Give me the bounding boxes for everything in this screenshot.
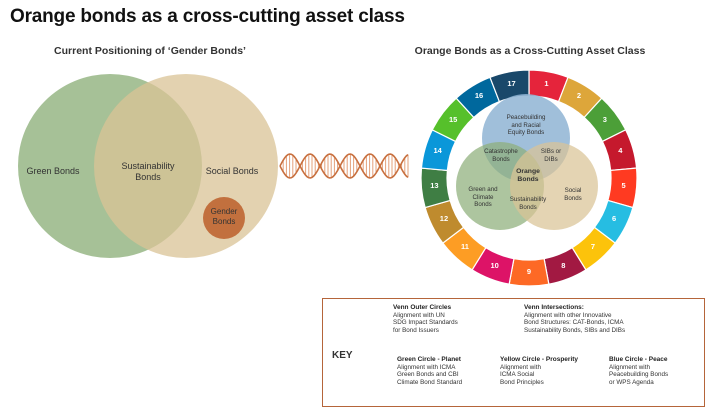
sdg-number-1: 1 [544, 78, 549, 88]
gender-bonds-circle [203, 197, 245, 239]
social-right-line2: Bonds [564, 194, 582, 202]
peacebuilding-bonds-label: Peacebuilding and Racial Equity Bonds [491, 114, 561, 137]
sibs-dibs-label: SIBs or DIBs [534, 148, 568, 163]
key-inter-line1: Alignment with other Innovative [524, 311, 612, 319]
key-outer-line1: Alignment with UN [393, 311, 445, 319]
helix-strand-1 [279, 153, 409, 179]
key-yellow-line2: ICMA Social [500, 371, 535, 379]
peace-label-line3: Equity Bonds [507, 129, 545, 136]
gender-label-line1: Gender [210, 207, 238, 216]
key-yellow-line1: Alignment with [500, 363, 541, 371]
sdg-number-16: 16 [474, 91, 484, 101]
peace-label-line1: Peacebuilding [506, 114, 546, 121]
orange-label-line1: Orange [516, 168, 540, 175]
sdg-number-8: 8 [561, 260, 566, 270]
key-outer-circles: Venn Outer Circles Alignment with UN SDG… [393, 304, 488, 334]
social-bonds-label: Social Bonds [205, 166, 259, 176]
green-climate-line1: Green and [468, 186, 498, 193]
key-blue-circle: Blue Circle - Peace Alignment with Peace… [609, 356, 701, 386]
key-yellow-circle: Yellow Circle - Prosperity Alignment wit… [500, 356, 592, 386]
key-legend-box [322, 298, 705, 407]
key-yellow-title: Yellow Circle - Prosperity [500, 356, 579, 363]
sustainability-label-line2: Bonds [135, 172, 161, 182]
sibs-label-line2: DIBs [544, 155, 558, 163]
orange-label-line2: Bonds [517, 175, 539, 183]
orange-bonds-label: Orange Bonds [507, 168, 549, 183]
right-panel-subtitle: Orange Bonds as a Cross-Cutting Asset Cl… [414, 45, 646, 57]
green-climate-line3: Bonds [474, 201, 492, 208]
key-intersections: Venn Intersections: Alignment with other… [524, 304, 699, 334]
sdg-number-13: 13 [430, 180, 439, 190]
sustainability-bonds-label: Sustainability Bonds [113, 161, 183, 183]
key-green-title: Green Circle - Planet [397, 356, 461, 363]
catastrophe-bonds-label: Catastrophe Bonds [478, 148, 524, 163]
sdg-number-14: 14 [433, 146, 442, 155]
green-bonds-label: Green Bonds [26, 166, 80, 176]
yellow-prosperity-circle [510, 142, 598, 230]
key-yellow-line3: Bond Principles [500, 378, 544, 386]
social-bonds-right-label: Social Bonds [558, 187, 588, 202]
key-blue-line3: or WPS Agenda [609, 378, 654, 386]
gender-label-line2: Bonds [212, 217, 236, 226]
green-climate-bonds-label: Green and Climate Bonds [463, 186, 503, 209]
sdg-number-12: 12 [439, 214, 449, 224]
peace-label-line2: and Racial [511, 121, 541, 129]
cat-label-line2: Bonds [492, 155, 510, 163]
social-right-line1: Social [564, 187, 582, 194]
key-outer-line2: SDG Impact Standards [393, 319, 458, 327]
sust-right-line1: Sustainability [509, 196, 547, 203]
key-inter-title: Venn Intersections: [524, 304, 584, 311]
sdg-number-11: 11 [461, 242, 469, 252]
sdg-number-15: 15 [449, 114, 458, 124]
sibs-label-line1: SIBs or [540, 148, 562, 155]
key-blue-line2: Peacebuilding Bonds [609, 371, 669, 379]
sdg-ring [420, 69, 638, 287]
key-inter-line2: Bond Structures: CAT-Bonds, ICMA [524, 319, 624, 327]
key-blue-line1: Alignment with [609, 363, 650, 371]
sust-right-line2: Bonds [519, 203, 537, 211]
sdg-number-10: 10 [490, 260, 499, 270]
sdg-number-2: 2 [576, 91, 582, 101]
sdg-number-4: 4 [618, 146, 623, 155]
page-title: Orange bonds as a cross-cutting asset cl… [10, 6, 405, 27]
key-label: KEY [332, 350, 353, 361]
sustainability-bonds-right-label: Sustainability Bonds [500, 196, 556, 211]
gender-bonds-label: Gender Bonds [199, 207, 249, 227]
key-green-circle: Green Circle - Planet Alignment with ICM… [397, 356, 482, 386]
key-inter-line3: Sustainability Bonds, SIBs and DIBs [524, 326, 626, 334]
sdg-number-17: 17 [507, 78, 516, 88]
sdg-number-5: 5 [621, 180, 626, 190]
cat-label-line1: Catastrophe [484, 148, 518, 155]
key-outer-title: Venn Outer Circles [393, 304, 452, 311]
left-panel-subtitle: Current Positioning of ‘Gender Bonds’ [54, 45, 246, 57]
sdg-number-3: 3 [602, 114, 607, 124]
sdg-number-7: 7 [590, 242, 596, 252]
key-green-line3: Climate Bond Standard [397, 378, 463, 386]
helix-strand-2 [279, 153, 409, 179]
green-climate-line2: Climate [472, 193, 494, 201]
sdg-number-9: 9 [526, 267, 532, 276]
sustainability-label-line1: Sustainability [121, 161, 175, 171]
key-green-line1: Alignment with ICMA [397, 363, 456, 371]
key-outer-line3: for Bond Issuers [393, 326, 439, 334]
key-green-line2: Green Bonds and CBI [397, 371, 459, 379]
key-blue-title: Blue Circle - Peace [609, 356, 668, 363]
sdg-number-6: 6 [611, 214, 617, 224]
dna-helix [279, 153, 409, 179]
